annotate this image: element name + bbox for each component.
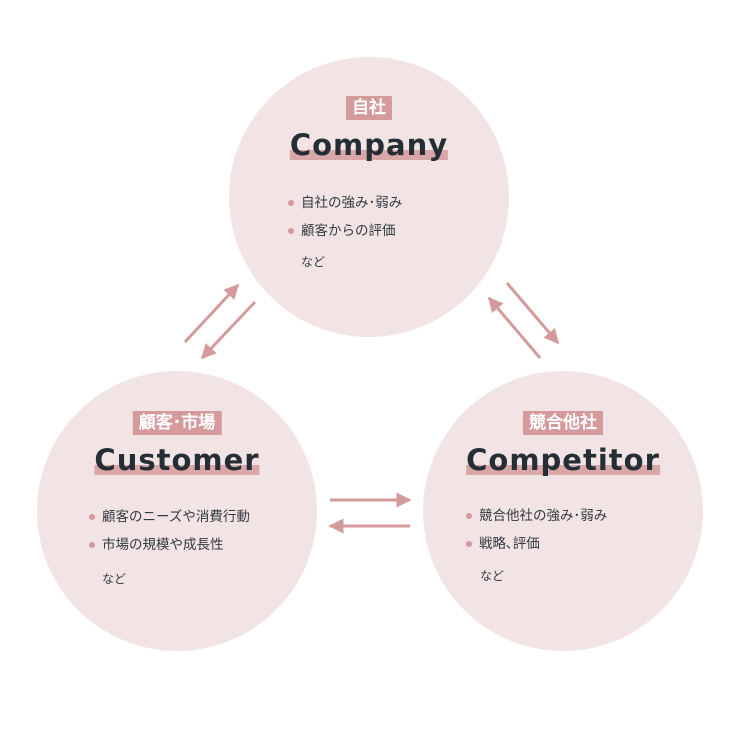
- customer-title: Customer: [94, 443, 260, 477]
- list-item: 戦略､評価: [466, 530, 607, 558]
- list-item: 顧客のニーズや消費行動: [89, 503, 250, 531]
- customer-etc: など: [102, 572, 127, 586]
- customer-circle: 顧客･市場 Customer 顧客のニーズや消費行動 市場の規模や成長性 など: [37, 371, 317, 651]
- company-tag: 自社: [346, 96, 392, 120]
- list-item: 顧客からの評価: [288, 217, 402, 245]
- customer-list: 顧客のニーズや消費行動 市場の規模や成長性: [89, 503, 250, 559]
- list-item: 競合他社の強み･弱み: [466, 502, 607, 530]
- arrow-customer-to-company: [183, 283, 240, 344]
- competitor-list: 競合他社の強み･弱み 戦略､評価: [466, 502, 607, 558]
- list-item: 市場の規模や成長性: [89, 531, 250, 559]
- competitor-etc: など: [480, 569, 505, 583]
- arrow-company-to-customer: [200, 300, 257, 360]
- company-title: Company: [289, 128, 449, 162]
- arrow-competitor-to-company: [487, 296, 542, 359]
- arrow-company-to-competitor: [505, 282, 560, 345]
- customer-tag: 顧客･市場: [132, 411, 222, 435]
- competitor-circle: 競合他社 Competitor 競合他社の強み･弱み 戦略､評価 など: [423, 371, 703, 651]
- competitor-title: Competitor: [466, 443, 660, 477]
- company-list: 自社の強み･弱み 顧客からの評価: [288, 189, 402, 245]
- company-circle: 自社 Company 自社の強み･弱み 顧客からの評価 など: [229, 57, 509, 337]
- competitor-tag: 競合他社: [523, 411, 603, 435]
- list-item: 自社の強み･弱み: [288, 189, 402, 217]
- company-etc: など: [301, 255, 326, 269]
